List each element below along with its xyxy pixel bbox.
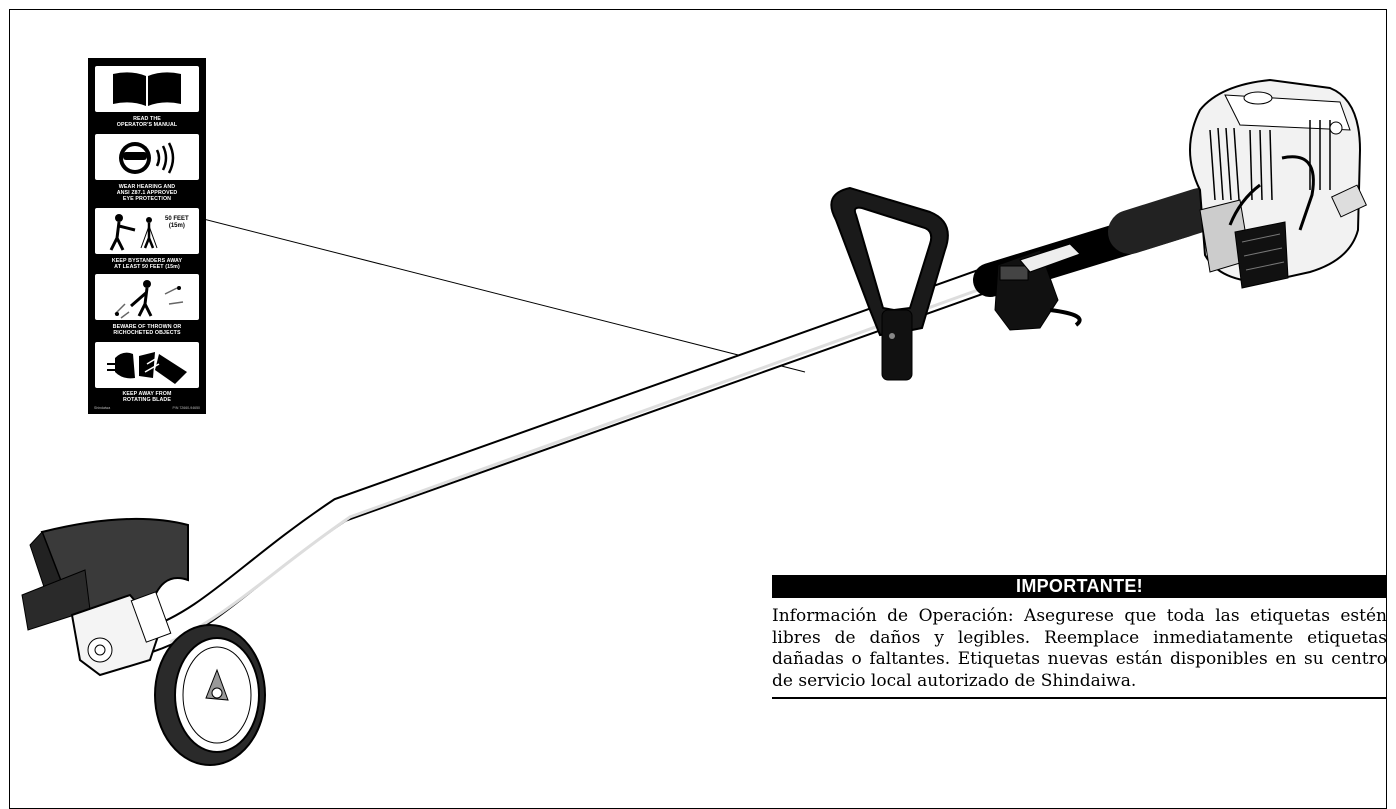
important-notice: IMPORTANTE! Información de Operación: As… <box>772 575 1387 700</box>
decal-caption-4: BEWARE OF THROWN OR RICHOCHETED OBJECTS <box>112 324 182 336</box>
rotating-blade-icon <box>95 342 199 388</box>
bystanders-distance-icon: 50 FEET (15m) <box>95 208 199 254</box>
decal-caption-3: KEEP BYSTANDERS AWAY AT LEAST 50 FEET (1… <box>111 258 183 270</box>
hearing-eye-protection-icon <box>95 134 199 180</box>
decal-caption-1: READ THE OPERATOR'S MANUAL <box>116 116 178 128</box>
notice-heading: IMPORTANTE! <box>772 575 1387 598</box>
decal-leader-line <box>167 209 806 373</box>
book-icon <box>95 66 199 112</box>
notice-divider <box>772 697 1387 700</box>
thrown-objects-icon <box>95 274 199 320</box>
manual-page: READ THE OPERATOR'S MANUAL WEAR HEARING … <box>9 9 1387 809</box>
decal-caption-2: WEAR HEARING AND ANSI Z87.1 APPROVED EYE… <box>116 184 178 202</box>
edger-illustration <box>21 78 1368 766</box>
distance-label: 50 FEET (15m) <box>165 216 189 229</box>
edger-head <box>21 517 266 766</box>
throttle-housing <box>994 243 1082 331</box>
engine-housing <box>1189 78 1368 289</box>
decal-caption-5: KEEP AWAY FROM ROTATING BLADE <box>122 391 172 403</box>
decal-footer-right: P/N 72660-94650 <box>172 406 200 410</box>
loop-handle <box>830 186 949 381</box>
decal-footer-left: Shindaiwa <box>94 406 111 410</box>
notice-body: Información de Operación: Asegurese que … <box>772 606 1387 691</box>
safety-decal: READ THE OPERATOR'S MANUAL WEAR HEARING … <box>88 58 206 414</box>
